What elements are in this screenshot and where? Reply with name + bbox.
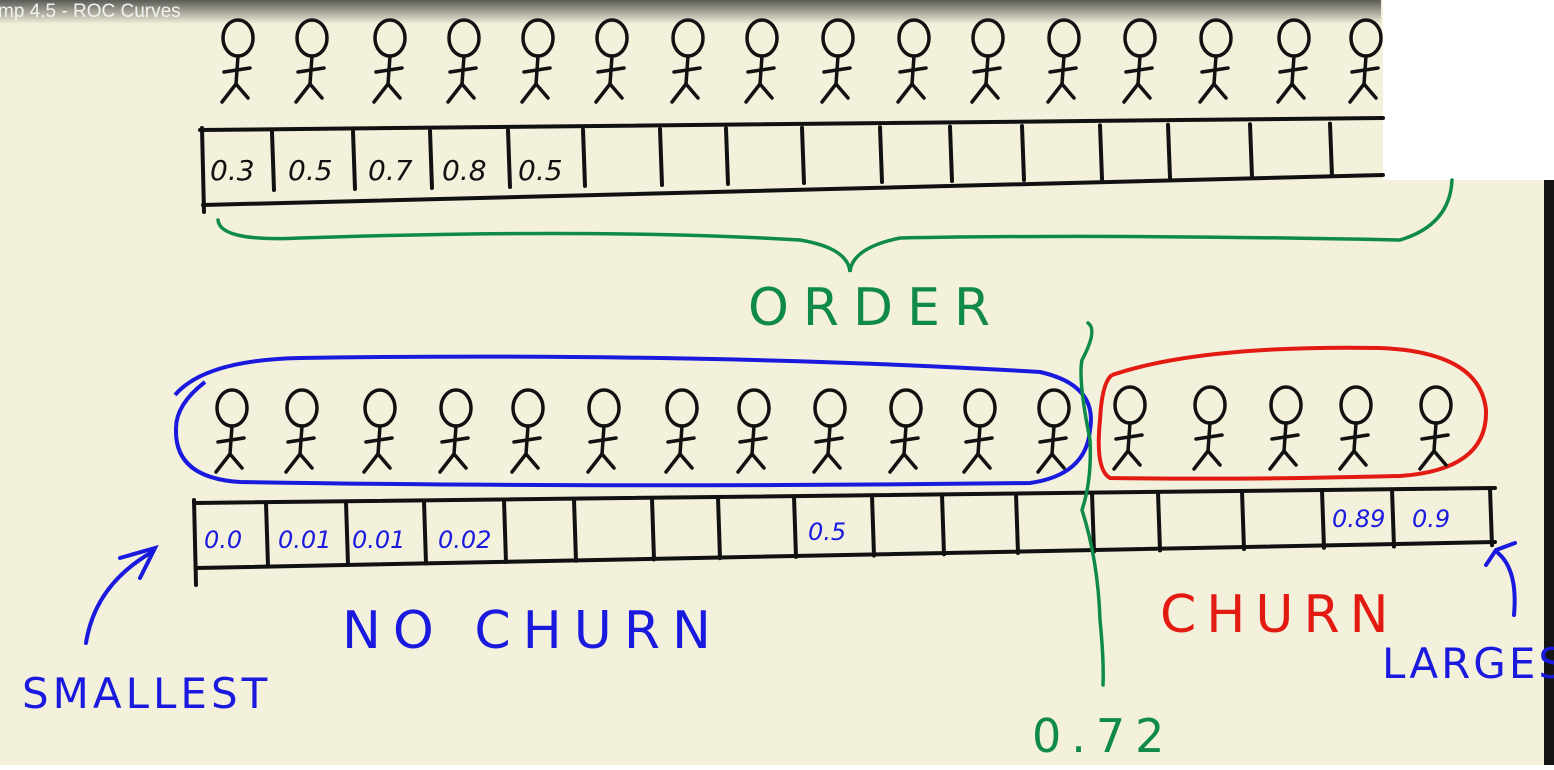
top-score-1: 0.3 (210, 154, 255, 187)
top-score-values: 0.3 0.5 0.7 0.8 0.5 (210, 154, 563, 187)
bottom-score-left-3: 0.01 (352, 526, 405, 554)
video-title-bar: mp 4.5 - ROC Curves (0, 0, 1381, 24)
top-cell-divider (1098, 123, 1104, 181)
bottom-cell-divider (422, 499, 428, 566)
person-churn-1 (1112, 385, 1147, 471)
person-top-10 (896, 18, 931, 104)
top-score-3: 0.7 (368, 154, 413, 187)
person-no-churn-11 (962, 388, 997, 474)
person-top-6 (594, 18, 629, 104)
order-label: ORDER (748, 278, 1004, 338)
bottom-cell-divider (792, 494, 798, 559)
person-top-16 (1348, 18, 1383, 104)
top-cell-divider (506, 128, 512, 189)
person-churn-4 (1338, 385, 1373, 471)
bottom-score-left-4: 0.02 (438, 526, 491, 554)
bottom-cell-divider (1014, 492, 1020, 555)
person-no-churn-8 (736, 388, 771, 474)
top-score-4: 0.8 (442, 154, 487, 187)
top-cell-divider (1166, 122, 1172, 180)
threshold-value: 0.72 (1032, 709, 1174, 763)
bottom-cell-divider (1090, 491, 1096, 554)
bottom-cell-divider (344, 500, 350, 567)
bottom-cell-divider (940, 492, 946, 557)
person-churn-2 (1192, 385, 1227, 471)
video-title: mp 4.5 - ROC Curves (0, 1, 181, 22)
bottom-score-mid: 0.5 (808, 518, 846, 546)
top-cell-divider (948, 124, 954, 183)
bottom-people-row (214, 385, 1453, 474)
smallest-arrow (84, 544, 159, 645)
churn-enclosure (1096, 345, 1489, 481)
bottom-cell-divider (650, 496, 656, 562)
bottom-cell-divider (716, 495, 722, 561)
bottom-score-values: 0.0 0.01 0.01 0.02 0.5 0.89 0.9 (204, 505, 1450, 554)
person-no-churn-1 (214, 388, 249, 474)
top-cell-divider (1020, 124, 1026, 182)
threshold-line (1079, 321, 1105, 687)
no-churn-label: NO CHURN (342, 601, 723, 661)
person-no-churn-6 (586, 388, 621, 474)
bottom-cell-divider (870, 493, 876, 558)
bottom-cell-divider (1390, 487, 1396, 549)
top-cell-divider (724, 126, 730, 186)
person-no-churn-2 (284, 388, 319, 474)
bottom-score-row (192, 486, 1497, 587)
person-no-churn-12 (1036, 388, 1071, 474)
bottom-cell-divider (1156, 490, 1162, 553)
person-churn-5 (1418, 385, 1453, 471)
top-cell-divider (351, 129, 357, 191)
bottom-score-right-2: 0.9 (1412, 505, 1450, 533)
person-no-churn-7 (664, 388, 699, 474)
bottom-score-left-2: 0.01 (278, 526, 331, 554)
person-no-churn-4 (438, 388, 473, 474)
person-top-1 (220, 18, 255, 104)
bottom-cell-divider (1320, 488, 1326, 550)
top-score-5: 0.5 (518, 154, 563, 187)
person-no-churn-3 (362, 388, 397, 474)
bottom-cell-divider (1488, 486, 1494, 548)
bottom-cell-divider (1240, 489, 1246, 552)
top-cell-divider (658, 127, 664, 187)
churn-label: CHURN (1160, 585, 1399, 645)
person-churn-3 (1268, 385, 1303, 471)
top-cell-divider (1328, 121, 1334, 178)
bottom-score-right-1: 0.89 (1332, 505, 1385, 533)
bottom-score-left-1: 0.0 (204, 526, 242, 554)
top-cell-divider (1248, 122, 1254, 179)
person-no-churn-5 (510, 388, 545, 474)
top-cell-divider (270, 130, 276, 192)
no-churn-enclosure (173, 354, 1093, 488)
person-top-9 (820, 18, 855, 104)
order-brace (216, 178, 1454, 273)
top-score-2: 0.5 (288, 154, 333, 187)
top-cell-divider (800, 125, 806, 185)
top-cell-divider (581, 127, 587, 188)
person-no-churn-10 (888, 388, 923, 474)
person-no-churn-9 (812, 388, 847, 474)
bottom-cell-divider (264, 501, 270, 568)
top-cell-divider (428, 128, 434, 190)
bottom-cell-divider (502, 498, 508, 565)
top-score-row (198, 116, 1385, 214)
largest-label: LARGEST (1382, 639, 1554, 688)
person-top-12 (1046, 18, 1081, 104)
bottom-cell-divider (572, 497, 578, 563)
largest-arrow (1484, 541, 1517, 617)
top-cell-divider (878, 125, 884, 184)
smallest-label: SMALLEST (22, 669, 271, 718)
